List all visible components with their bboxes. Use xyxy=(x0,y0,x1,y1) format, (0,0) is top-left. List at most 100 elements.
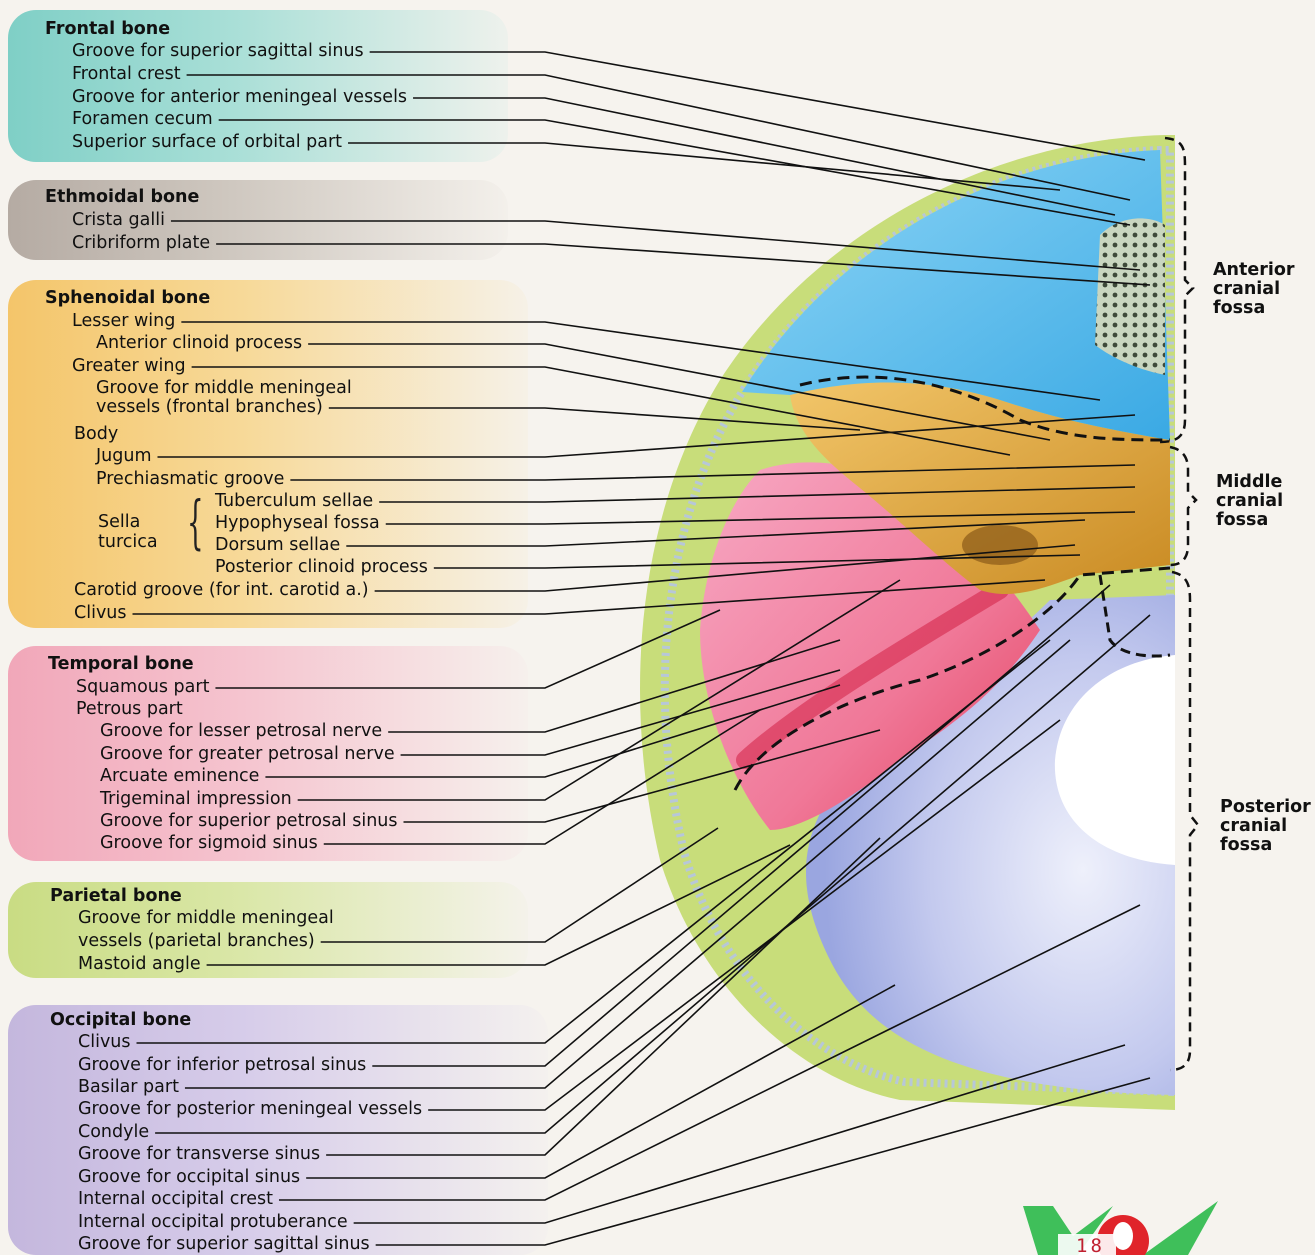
leader-internal-occipital-crest xyxy=(278,904,1141,1201)
parietal-bone-heading: Parietal bone xyxy=(50,886,182,906)
label-squamous-part: Squamous part xyxy=(76,677,210,697)
leader-tuberculum-sellae xyxy=(379,486,1136,503)
leader-dorsum-sellae xyxy=(346,519,1086,547)
fossa-word: fossa xyxy=(1213,298,1266,318)
leader-crista-galli xyxy=(170,220,1141,271)
leader-groove-for-superior-petrosal-sinus xyxy=(403,729,881,823)
leader-anterior-clinoid-process xyxy=(308,343,1051,441)
leader-greater-wing xyxy=(191,366,1011,456)
leader-hypophyseal-fossa xyxy=(385,511,1136,525)
fossa-word: Posterior xyxy=(1220,797,1311,817)
posterior-fossa-bracket xyxy=(1169,570,1200,1072)
label-posterior-clinoid-process: Posterior clinoid process xyxy=(215,557,428,577)
temporal-bone-heading: Temporal bone xyxy=(48,654,194,674)
label-vessels-parietal-branches: vessels (parietal branches) xyxy=(78,931,315,951)
label-trigeminal-impression: Trigeminal impression xyxy=(100,789,292,809)
label-condyle: Condyle xyxy=(78,1122,150,1142)
label-groove-for-superior-sagittal-sinus: Groove for superior sagittal sinus xyxy=(78,1234,370,1254)
label-crista-galli: Crista galli xyxy=(72,210,165,230)
hypophyseal-fossa-shape xyxy=(962,525,1038,565)
foramen-magnum xyxy=(1054,655,1175,865)
label-groove-for-superior-petrosal-sinus: Groove for superior petrosal sinus xyxy=(100,811,398,831)
label-mastoid-angle: Mastoid angle xyxy=(78,954,201,974)
label-groove-for-anterior-meningeal-vessels: Groove for anterior meningeal vessels xyxy=(72,87,408,107)
label-basilar-part: Basilar part xyxy=(78,1077,179,1097)
leader-squamous-part xyxy=(215,609,721,689)
leader-groove-for-greater-petrosal-nerve xyxy=(400,669,841,756)
leader-trigeminal-impression xyxy=(297,579,901,801)
leader-frontal-crest xyxy=(186,74,1131,201)
leader-prechiasmatic-groove xyxy=(290,464,1136,481)
middle-fossa-bracket xyxy=(1169,445,1198,567)
posterior-boundary-notch xyxy=(1098,574,1171,658)
leader-jugum xyxy=(157,414,1136,458)
leader-groove-for-lesser-petrosal-nerve xyxy=(388,639,841,733)
fossa-word: Middle xyxy=(1216,472,1283,492)
label-groove-for-middle-meningeal: Groove for middle meningeal xyxy=(78,908,334,928)
label-carotid-groove-for-int-carotid-a: Carotid groove (for int. carotid a.) xyxy=(74,580,369,600)
label-clivus: Clivus xyxy=(78,1032,131,1052)
label-groove-for-middle-meningeal: Groove for middle meningeal xyxy=(96,378,352,398)
parietal-bone-panel xyxy=(8,882,528,978)
posterior-cranial-fossa-label: Posterior cranial fossa xyxy=(1220,798,1311,855)
leader-basilar-part xyxy=(184,639,1071,1089)
label-groove-for-sigmoid-sinus: Groove for sigmoid sinus xyxy=(100,833,318,853)
fossa-word: fossa xyxy=(1216,510,1269,530)
sphenoidal-bone-panel xyxy=(8,280,528,628)
fossa-word: Anterior xyxy=(1213,260,1295,280)
leader-clivus xyxy=(136,639,1051,1044)
leader-groove-for-posterior-meningeal-vessels xyxy=(428,719,1061,1111)
label-frontal-crest: Frontal crest xyxy=(72,64,181,84)
temporal-bone-panel xyxy=(8,646,528,861)
label-groove-for-posterior-meningeal-vessels: Groove for posterior meningeal vessels xyxy=(78,1099,423,1119)
leader-mastoid-angle xyxy=(206,844,791,966)
label-groove-for-inferior-petrosal-sinus: Groove for inferior petrosal sinus xyxy=(78,1055,367,1075)
publisher-logo: 18 xyxy=(1023,1201,1218,1255)
leader-groove-for-occipital-sinus xyxy=(306,984,896,1179)
label-petrous-part: Petrous part xyxy=(76,699,183,719)
fossa-word: fossa xyxy=(1220,835,1273,855)
cribriform-plate xyxy=(1095,218,1165,375)
skull-diploe-band xyxy=(660,146,1174,1097)
label-anterior-clinoid-process: Anterior clinoid process xyxy=(96,333,303,353)
label-body: Body xyxy=(74,424,119,444)
leader-carotid-groove-for-int-carotid-a xyxy=(374,544,1076,592)
leader-foramen-cecum xyxy=(218,119,1131,226)
label-greater-wing: Greater wing xyxy=(72,356,186,376)
label-clivus: Clivus xyxy=(74,603,127,623)
label-arcuate-eminence: Arcuate eminence xyxy=(100,766,260,786)
leader-groove-for-inferior-petrosal-sinus xyxy=(372,584,1111,1067)
label-foramen-cecum: Foramen cecum xyxy=(72,109,213,129)
leader-vessels-frontal-branches xyxy=(328,407,861,431)
label-vessels-frontal-branches: vessels (frontal branches) xyxy=(96,397,323,417)
label-groove-for-greater-petrosal-nerve: Groove for greater petrosal nerve xyxy=(100,744,395,764)
anterior-middle-boundary xyxy=(799,375,1171,442)
label-groove-for-occipital-sinus: Groove for occipital sinus xyxy=(78,1167,301,1187)
frontal-bone-heading: Frontal bone xyxy=(45,19,171,39)
ethmoidal-bone-heading: Ethmoidal bone xyxy=(45,187,200,207)
logo-left-k xyxy=(1023,1206,1113,1255)
occipital-bone-heading: Occipital bone xyxy=(50,1010,192,1030)
anterior-fossa-bracket xyxy=(1159,136,1195,444)
label-hypophyseal-fossa: Hypophyseal fossa xyxy=(215,513,380,533)
occipital-bone-panel xyxy=(8,1005,548,1255)
label-internal-occipital-protuberance: Internal occipital protuberance xyxy=(78,1212,348,1232)
frontal-bone-panel xyxy=(8,10,508,162)
label-cribriform-plate: Cribriform plate xyxy=(72,233,211,253)
leader-clivus xyxy=(132,579,1046,615)
middle-posterior-boundary xyxy=(733,566,1171,791)
leader-groove-for-superior-sagittal-sinus xyxy=(375,1077,1151,1246)
leader-arcuate-eminence xyxy=(265,684,841,778)
fossa-word: cranial xyxy=(1213,279,1281,299)
label-lesser-wing: Lesser wing xyxy=(72,311,176,331)
sella-turcica-label-line2: turcica xyxy=(98,532,158,552)
leader-superior-surface-of-orbital-part xyxy=(348,142,1061,191)
leader-cribriform-plate xyxy=(216,243,1151,286)
logo-right-k xyxy=(1143,1201,1218,1255)
sella-turcica-label-line1: Sella xyxy=(98,512,141,532)
sphenoidal-bone-heading: Sphenoidal bone xyxy=(45,288,211,308)
leader-groove-for-superior-sagittal-sinus xyxy=(369,51,1146,161)
leader-internal-occipital-protuberance xyxy=(353,1044,1126,1224)
